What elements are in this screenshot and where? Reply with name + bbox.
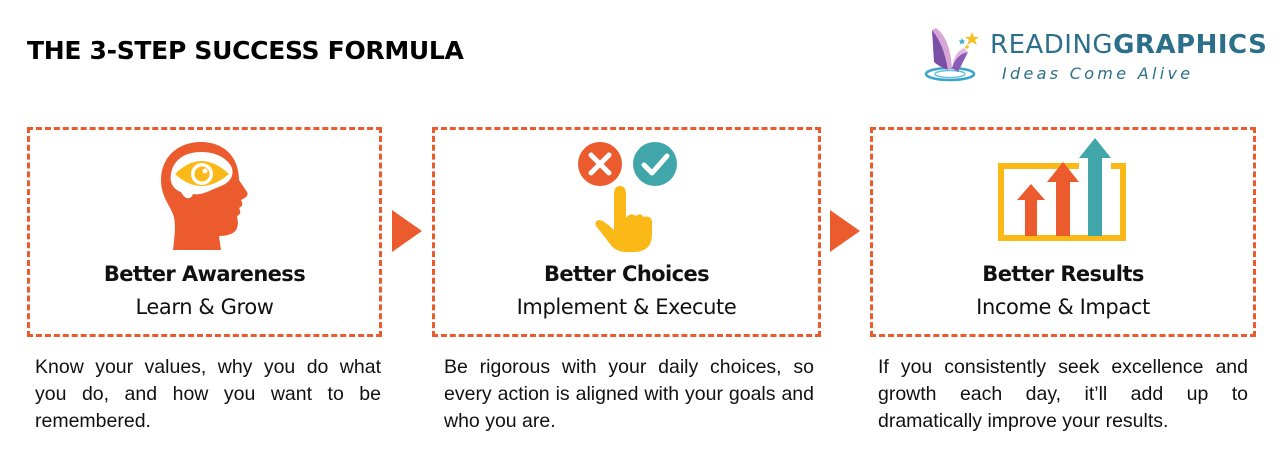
arrow-right-icon — [830, 210, 860, 252]
logo-brand: READINGGRAPHICS — [990, 30, 1267, 60]
book-stars-icon — [924, 28, 979, 82]
readinggraphics-logo: READINGGRAPHICS Ideas Come Alive — [922, 22, 1267, 88]
head-eye-icon — [160, 142, 248, 250]
step-subheading: Income & Impact — [976, 295, 1150, 319]
step-heading: Better Choices — [543, 262, 710, 286]
logo-brand-light: READING — [990, 30, 1114, 60]
arrow-right-icon — [392, 210, 422, 252]
step-description: Be rigorous with your daily choices, so … — [444, 356, 814, 432]
page-title: THE 3-STEP SUCCESS FORMULA — [27, 36, 464, 65]
step-description: If you consistently seek excellence and … — [878, 356, 1248, 432]
step-card-results: Better Results Income & Impact — [870, 127, 1256, 337]
logo-brand-bold: GRAPHICS — [1113, 30, 1268, 60]
step-heading: Better Awareness — [103, 262, 306, 286]
step-description: Know your values, why you do what you do… — [35, 356, 381, 432]
logo-tagline: Ideas Come Alive — [1002, 64, 1194, 83]
step-card-awareness: Better Awareness Learn & Grow — [27, 127, 382, 337]
choice-hand-icon — [577, 142, 677, 252]
step-subheading: Learn & Grow — [135, 295, 274, 319]
step-heading: Better Results — [982, 262, 1144, 286]
step-card-choices: Better Choices Implement & Execute — [432, 127, 821, 337]
growth-chart-icon — [998, 138, 1126, 241]
step-subheading: Implement & Execute — [516, 295, 737, 319]
